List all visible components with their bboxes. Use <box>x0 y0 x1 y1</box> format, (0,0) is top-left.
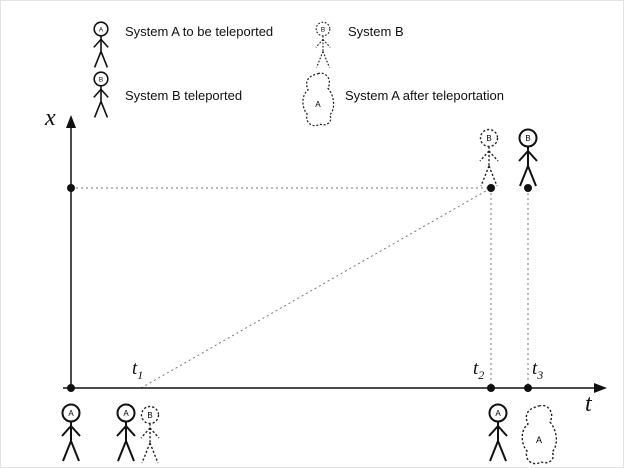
x-axis-label: x <box>45 105 56 131</box>
figure-letter: B <box>147 411 152 420</box>
legend-label-system-a-after: System A after teleportation <box>345 88 504 103</box>
tick-t3-sub: 3 <box>537 367 544 382</box>
figure-letter: A <box>123 409 129 418</box>
x-position-dot <box>67 184 75 192</box>
figure-letter: A <box>536 435 542 445</box>
legend-label-system-a: System A to be teleported <box>125 24 274 39</box>
tick-t1-sub: 1 <box>137 367 144 382</box>
tick-t3: t3 <box>532 358 543 383</box>
t-axis-label: t <box>585 391 592 417</box>
legend-figure-a-solid: A <box>93 21 109 69</box>
figure-letter: A <box>99 26 104 33</box>
event-t3-dot <box>524 184 532 192</box>
blob-system-a-after-teleportation: A <box>521 404 558 465</box>
figure-system-b-dotted-top: B <box>479 128 499 187</box>
figure-letter: A <box>68 409 74 418</box>
tick-t3-base: t <box>532 358 538 379</box>
tick-t1-base: t <box>132 358 138 379</box>
figure-letter: B <box>486 134 491 143</box>
tick-t2: t2 <box>473 358 484 383</box>
x-axis-arrowhead-icon <box>66 115 76 128</box>
legend-blob-a-dotted: A <box>302 72 335 127</box>
legend-figure-b-solid: B <box>93 71 109 119</box>
t-axis-arrowhead-icon <box>594 383 607 393</box>
figure-system-a-origin: A <box>61 403 81 462</box>
t3-axis-dot <box>524 384 532 392</box>
t2-axis-dot <box>487 384 495 392</box>
diagonal-signal-line <box>140 187 492 389</box>
origin-dot <box>67 384 75 392</box>
tick-t1: t1 <box>132 358 143 383</box>
figure-letter: B <box>321 26 325 33</box>
legend-figure-b-dotted: B <box>315 21 331 68</box>
figure-system-b-dotted-t1: B <box>140 405 160 464</box>
figure-system-a-t2: A <box>488 403 508 462</box>
figure-letter: A <box>495 409 501 418</box>
figure-letter: B <box>525 134 530 143</box>
figure-system-b-solid-top: B <box>518 128 538 187</box>
legend-label-system-b: System B <box>348 24 404 39</box>
legend-label-system-b-teleported: System B teleported <box>125 88 243 103</box>
event-t2-dot <box>487 184 495 192</box>
figure-letter: B <box>99 76 103 83</box>
tick-t2-sub: 2 <box>478 367 485 382</box>
figure-letter: A <box>315 100 321 109</box>
tick-t2-base: t <box>473 358 479 379</box>
figure-system-a-t1: A <box>116 403 136 462</box>
